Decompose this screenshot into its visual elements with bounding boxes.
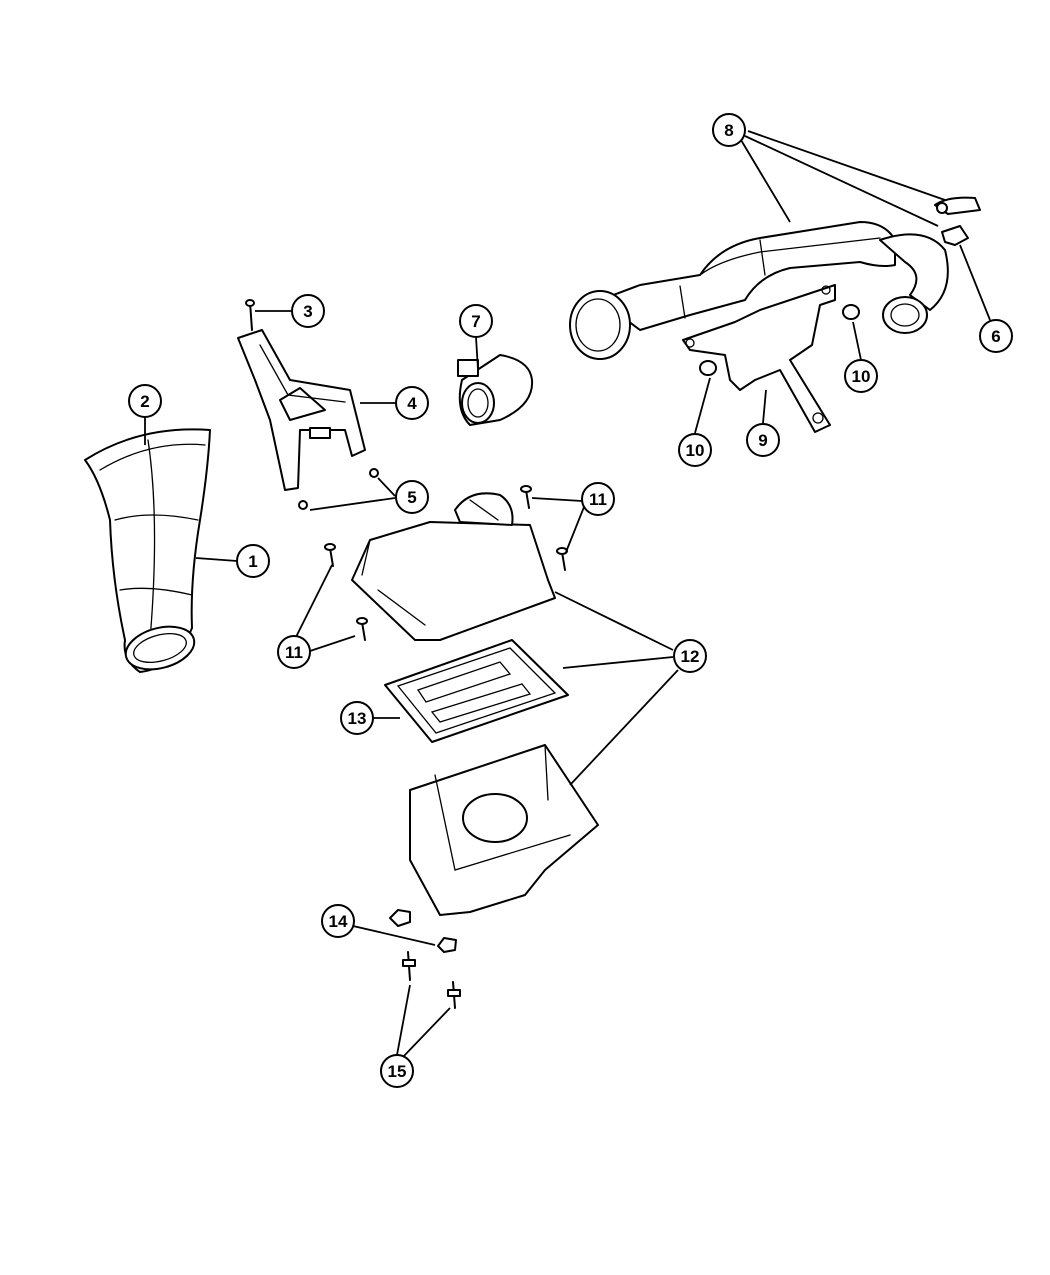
callout-10-left-label: 10 bbox=[686, 441, 705, 460]
callout-8-label: 8 bbox=[724, 121, 733, 140]
callout-9-label: 9 bbox=[758, 431, 767, 450]
callout-14-label: 14 bbox=[329, 912, 348, 931]
studs bbox=[402, 951, 461, 1009]
callout-12-label: 12 bbox=[681, 647, 700, 666]
callout-13-label: 13 bbox=[348, 709, 367, 728]
callout-10-right: 10 bbox=[844, 359, 878, 393]
callout-10-right-label: 10 bbox=[852, 367, 871, 386]
callout-5-label: 5 bbox=[407, 488, 416, 507]
callout-7: 7 bbox=[459, 304, 493, 338]
callout-4-label: 4 bbox=[407, 394, 417, 413]
cover-screws bbox=[324, 485, 568, 641]
callout-4: 4 bbox=[395, 386, 429, 420]
callout-6: 6 bbox=[979, 319, 1013, 353]
callout-7-label: 7 bbox=[471, 312, 480, 331]
grommets bbox=[389, 909, 457, 953]
air-filter-element bbox=[384, 639, 569, 743]
callout-3: 3 bbox=[291, 294, 325, 328]
mass-airflow-sensor bbox=[457, 354, 534, 426]
callout-11-lower: 11 bbox=[277, 635, 311, 669]
bracket-bolt bbox=[245, 299, 255, 331]
air-cleaner-cover bbox=[351, 492, 556, 641]
hose-mounting-bracket bbox=[682, 284, 836, 433]
callout-11-upper: 11 bbox=[581, 482, 615, 516]
callout-9: 9 bbox=[746, 423, 780, 457]
callout-15: 15 bbox=[380, 1054, 414, 1088]
callout-11-upper-label: 11 bbox=[589, 490, 607, 509]
hex-nut bbox=[699, 304, 860, 376]
callout-11-lower-label: 11 bbox=[285, 643, 303, 662]
callout-1: 1 bbox=[236, 544, 270, 578]
callout-15-label: 15 bbox=[388, 1062, 407, 1081]
callout-10-left: 10 bbox=[678, 433, 712, 467]
callout-6-label: 6 bbox=[991, 327, 1000, 346]
callout-12: 12 bbox=[673, 639, 707, 673]
air-inlet-duct bbox=[84, 428, 211, 673]
callout-2-label: 2 bbox=[140, 392, 149, 411]
callout-1-label: 1 bbox=[248, 552, 257, 571]
callout-2: 2 bbox=[128, 384, 162, 418]
callout-13: 13 bbox=[340, 701, 374, 735]
intake-hose-assembly bbox=[569, 196, 981, 360]
callout-3-label: 3 bbox=[303, 302, 312, 321]
support-bracket bbox=[237, 329, 366, 491]
callout-8: 8 bbox=[712, 113, 746, 147]
leader-lines bbox=[144, 130, 991, 1059]
callout-5: 5 bbox=[395, 480, 429, 514]
nut-small bbox=[298, 468, 379, 510]
air-cleaner-housing bbox=[409, 744, 599, 916]
callout-14: 14 bbox=[321, 904, 355, 938]
elbow-fitting bbox=[941, 225, 969, 246]
